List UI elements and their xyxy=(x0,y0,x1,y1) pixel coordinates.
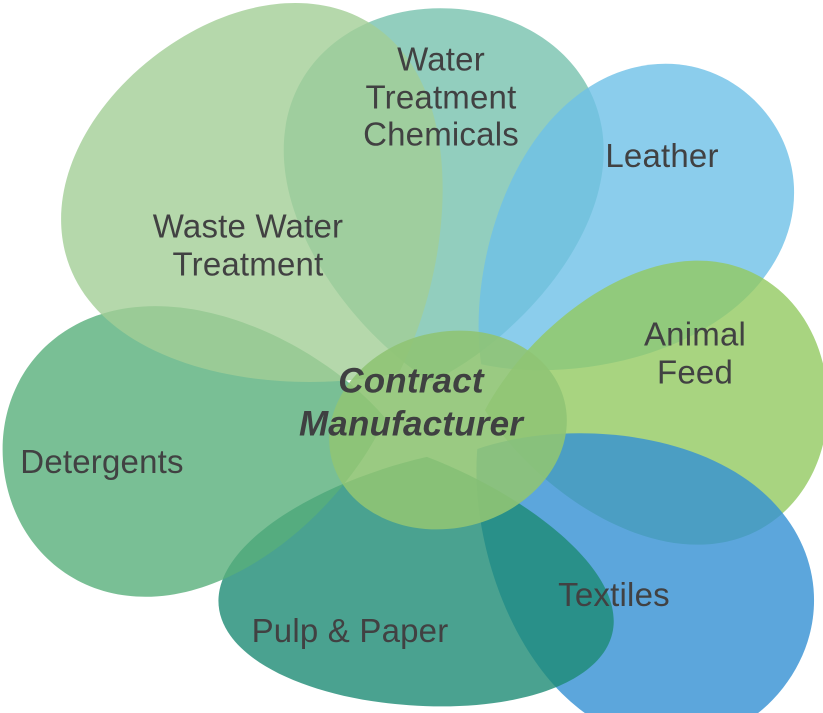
petal-waste-water-treatment xyxy=(61,3,443,382)
petal-pulp-and-paper xyxy=(218,456,614,707)
hub-blob xyxy=(329,330,567,530)
